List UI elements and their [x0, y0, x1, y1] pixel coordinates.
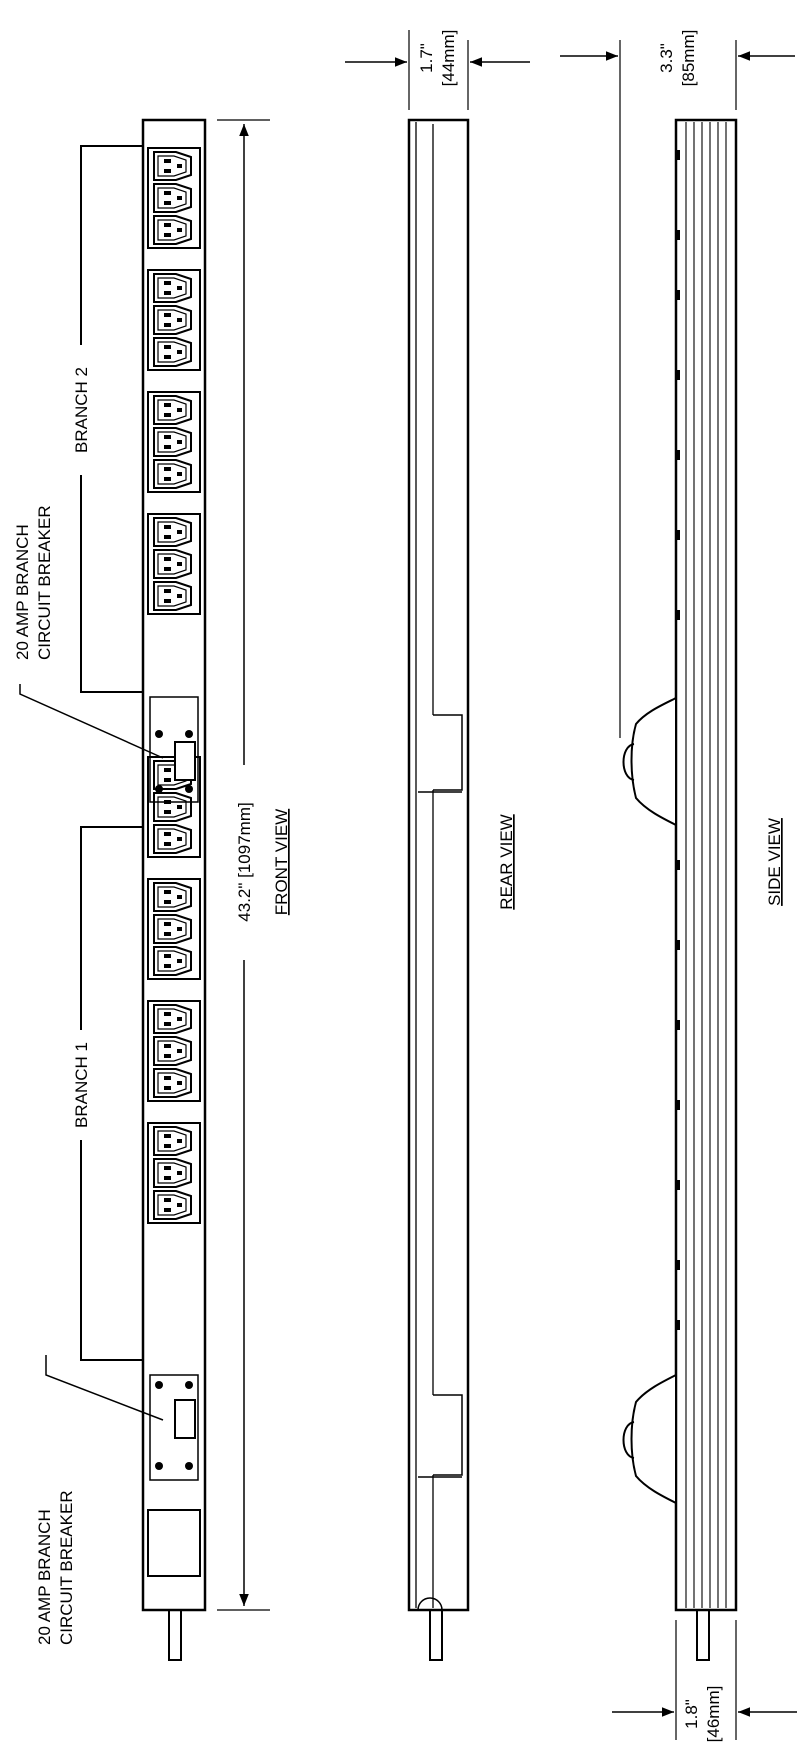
front-view-title: FRONT VIEW	[272, 809, 291, 915]
power-inlet-panel	[147, 1509, 201, 1577]
side-notch	[676, 940, 680, 950]
breaker-switch-bottom	[174, 1399, 196, 1439]
side-notch	[676, 370, 680, 380]
outlet-socket	[153, 1068, 192, 1098]
side-view-body	[674, 118, 738, 1612]
outlet-socket	[153, 305, 192, 335]
outlet-socket	[153, 215, 192, 245]
outlet-socket	[153, 1190, 192, 1220]
outlet-group	[147, 878, 201, 980]
breaker-bottom-label-line1: 20 AMP BRANCH	[35, 1509, 54, 1645]
side-notch	[676, 610, 680, 620]
outlet-socket	[153, 581, 192, 611]
breaker-module-bottom	[149, 1374, 199, 1481]
width-dimension-mm: [44mm]	[439, 30, 458, 87]
outlet-socket	[153, 273, 192, 303]
side-notch	[676, 290, 680, 300]
breaker-top-label-line2: CIRCUIT BREAKER	[35, 505, 54, 660]
side-notch	[676, 530, 680, 540]
outlet-groups	[147, 147, 201, 1224]
outlet-group	[147, 391, 201, 493]
side-notch	[676, 450, 680, 460]
power-cord-side	[696, 1609, 710, 1661]
side-notch	[676, 860, 680, 870]
outlet-group	[147, 513, 201, 615]
outlet-socket	[153, 914, 192, 944]
side-notch	[676, 1320, 680, 1330]
rear-view: 1.7" [44mm] REAR VIEW	[345, 30, 530, 1661]
depth-dimension-mm: [85mm]	[679, 30, 698, 87]
outlet-socket	[153, 792, 192, 822]
front-view-body	[141, 118, 207, 1612]
breaker-bottom-leader	[45, 1355, 164, 1421]
rear-view-title: REAR VIEW	[497, 814, 516, 909]
side-notches	[676, 150, 680, 1330]
outlet-socket	[153, 459, 192, 489]
side-notch	[676, 1180, 680, 1190]
outlet-socket	[153, 1158, 192, 1188]
depth-dimension-inches: 3.3"	[657, 43, 676, 73]
side-breaker-top	[630, 696, 677, 827]
outlet-socket	[153, 395, 192, 425]
outlet-group	[147, 1122, 201, 1224]
length-dimension-label: 43.2" [1097mm]	[235, 802, 254, 921]
side-notch	[676, 1100, 680, 1110]
body-dimension-mm: [46mm]	[704, 1686, 723, 1743]
outlet-socket	[153, 946, 192, 976]
power-cord-front	[168, 1609, 182, 1661]
outlet-socket	[153, 549, 192, 579]
side-notch	[676, 1020, 680, 1030]
breaker-switch-top	[174, 741, 196, 781]
power-cord-rear	[429, 1609, 443, 1661]
outlet-socket	[153, 151, 192, 181]
side-notch	[676, 150, 680, 160]
outlet-group	[147, 269, 201, 371]
side-notch	[676, 1260, 680, 1270]
breaker-bottom-label-line2: CIRCUIT BREAKER	[57, 1490, 76, 1645]
outlet-socket	[153, 1036, 192, 1066]
side-breaker-bottom	[630, 1373, 677, 1505]
outlet-socket	[153, 1004, 192, 1034]
breaker-top-label-line1: 20 AMP BRANCH	[13, 524, 32, 660]
front-view: BRANCH 2 BRANCH 1 20 AMP BRANCH CIRCUIT …	[13, 118, 291, 1661]
breaker-module-top	[149, 696, 199, 803]
outlet-group	[147, 1000, 201, 1102]
outlet-socket	[153, 517, 192, 547]
side-notch	[676, 230, 680, 240]
width-dimension-inches: 1.7"	[417, 43, 436, 73]
outlet-group	[147, 147, 201, 249]
outlet-socket	[153, 882, 192, 912]
outlet-socket	[153, 337, 192, 367]
breaker-top-leader	[19, 684, 164, 759]
outlet-socket	[153, 1126, 192, 1156]
side-view-title: SIDE VIEW	[765, 818, 784, 906]
branch-2-label: BRANCH 2	[72, 367, 91, 453]
body-dimension-inches: 1.8"	[682, 1699, 701, 1729]
branch-1-label: BRANCH 1	[72, 1042, 91, 1128]
outlet-socket	[153, 824, 192, 854]
outlet-socket	[153, 183, 192, 213]
outlet-socket	[153, 427, 192, 457]
side-view: 3.3" [85mm] 1.8" [46mm] SIDE VIEW	[560, 30, 797, 1743]
rear-view-body	[407, 118, 470, 1612]
